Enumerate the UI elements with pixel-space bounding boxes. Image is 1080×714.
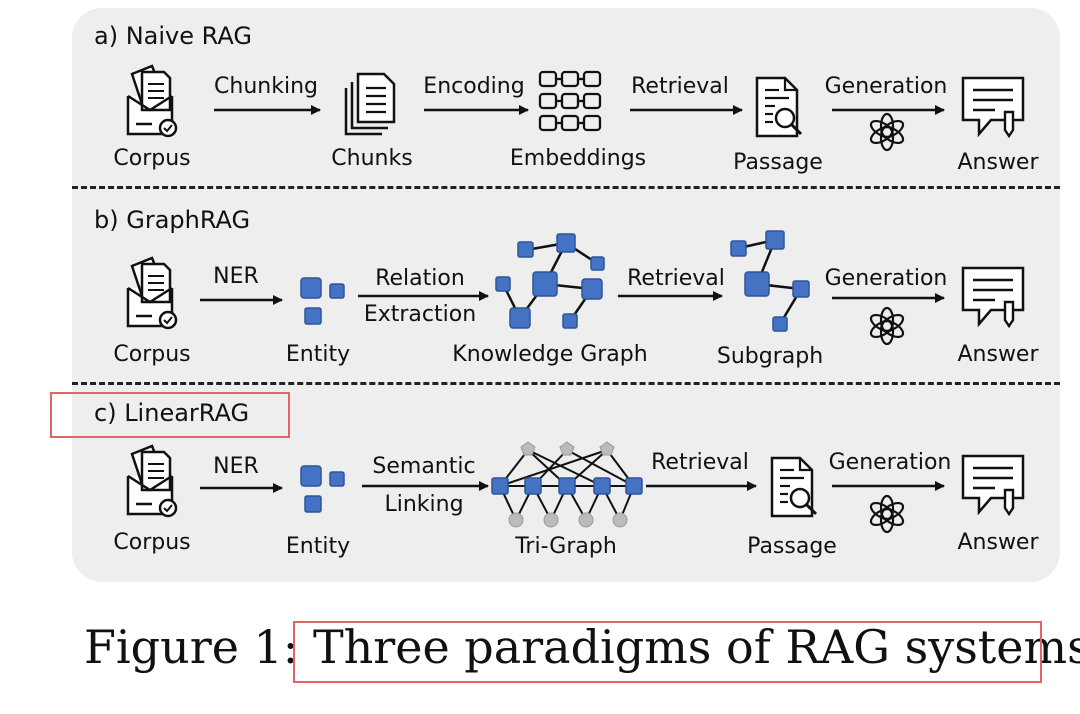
passage-icon — [770, 456, 818, 518]
node-label-embeddings: Embeddings — [509, 146, 647, 171]
edge-label-generation: Generation — [824, 74, 948, 99]
passage-icon — [755, 76, 803, 138]
edge-label-retrieval: Retrieval — [651, 450, 749, 475]
caption-text: Three paradigms of RAG systems. — [312, 620, 1080, 674]
caption-prefix: Figure 1: — [84, 620, 299, 674]
edge-label-linking: Linking — [384, 492, 464, 517]
answer-icon — [961, 76, 1025, 138]
entity-icon — [300, 277, 345, 325]
edge-label-relation: Relation — [375, 266, 465, 291]
node-label-passage: Passage — [747, 534, 837, 559]
node-label-answer: Answer — [957, 342, 1039, 367]
edge-label-retrieval: Retrieval — [627, 266, 725, 291]
edge-label-generation: Generation — [828, 450, 952, 475]
caption-highlight — [293, 621, 1042, 683]
node-label-corpus: Corpus — [113, 342, 191, 367]
linearrag-highlight — [50, 392, 290, 438]
edge-label-ner: NER — [213, 264, 259, 289]
node-label-answer: Answer — [957, 150, 1039, 175]
chunks-icon — [344, 72, 396, 136]
node-label-subgraph: Subgraph — [716, 344, 824, 369]
node-label-entity: Entity — [285, 534, 351, 559]
section-divider — [72, 382, 1060, 385]
openai-icon — [867, 494, 907, 534]
answer-icon — [961, 454, 1025, 516]
openai-icon — [867, 112, 907, 152]
knowledge-graph-icon — [495, 233, 605, 329]
subgraph-icon — [730, 230, 810, 332]
edge-label-generation: Generation — [824, 266, 948, 291]
node-label-tri-graph: Tri-Graph — [515, 534, 617, 559]
node-label-entity: Entity — [285, 342, 351, 367]
edge-label-retrieval: Retrieval — [631, 74, 729, 99]
node-label-knowledge-graph: Knowledge Graph — [452, 342, 648, 367]
corpus-icon — [126, 64, 178, 138]
entity-icon — [300, 465, 345, 513]
node-label-passage: Passage — [733, 150, 823, 175]
node-label-chunks: Chunks — [331, 146, 413, 171]
corpus-icon — [126, 256, 178, 330]
edge-label-chunking: Chunking — [214, 74, 318, 99]
section-divider — [72, 186, 1060, 189]
openai-icon — [867, 306, 907, 346]
embeddings-icon — [538, 70, 602, 132]
edge-label-encoding: Encoding — [423, 74, 525, 99]
tri-graph-icon — [491, 441, 643, 528]
answer-icon — [961, 266, 1025, 328]
node-label-answer: Answer — [957, 530, 1039, 555]
edge-label-extraction: Extraction — [363, 302, 477, 327]
edge-label-semantic: Semantic — [372, 454, 476, 479]
section-title-naive-rag: a) Naive RAG — [94, 22, 252, 50]
section-title-graphrag: b) GraphRAG — [94, 206, 251, 234]
node-label-corpus: Corpus — [113, 146, 191, 171]
node-label-corpus: Corpus — [113, 530, 191, 555]
edge-label-ner: NER — [213, 454, 259, 479]
corpus-icon — [126, 444, 178, 518]
section-title-linearrag: c) LinearRAG — [94, 399, 250, 427]
figure-caption: Figure 1: Three paradigms of RAG systems… — [84, 620, 1080, 674]
